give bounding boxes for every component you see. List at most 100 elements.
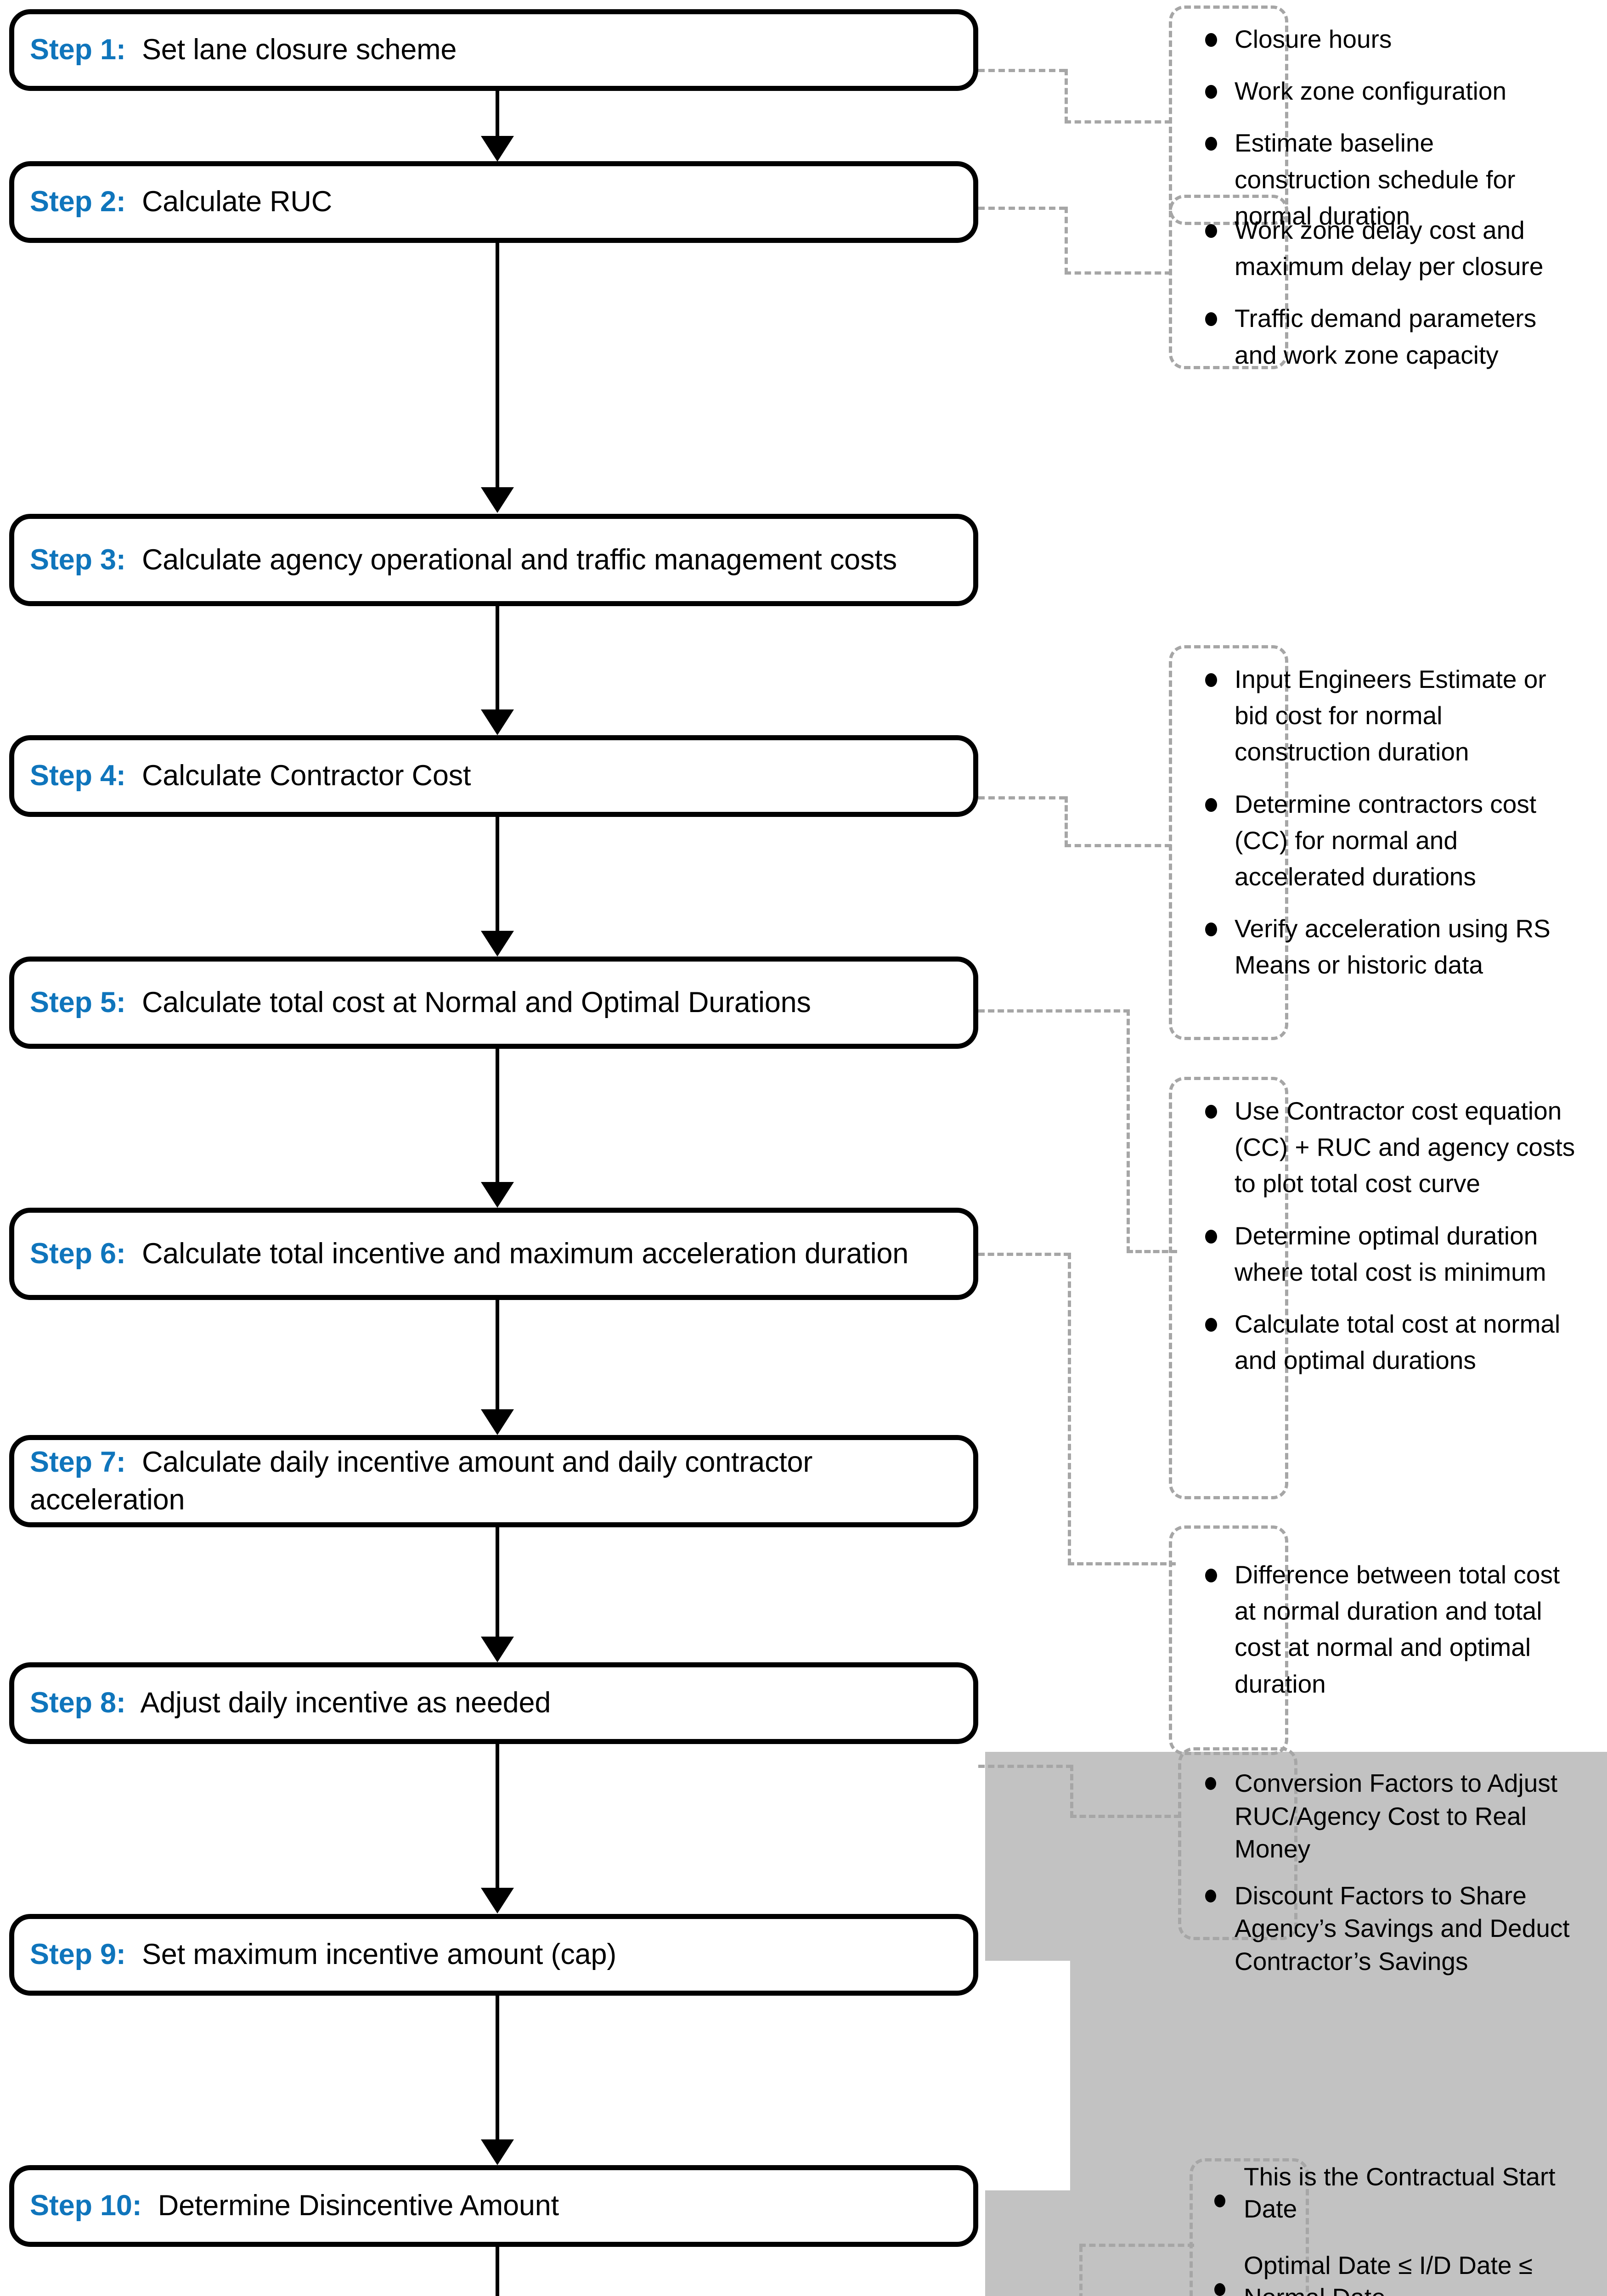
step-8-text: Step 8: Adjust daily incentive as needed (30, 1684, 551, 1722)
list-item: Discount Factors to Share Agency’s Savin… (1199, 1880, 1603, 1978)
step-box-6[interactable]: Step 6: Calculate total incentive and ma… (9, 1208, 978, 1300)
connector-step-11-h2 (1079, 2244, 1194, 2247)
step-4-text: Step 4: Calculate Contractor Cost (30, 757, 471, 795)
list-item: Determine optimal duration where total c… (1199, 1218, 1603, 1290)
bullet-icon (1205, 798, 1217, 812)
flow-arrowhead-6-7 (481, 1409, 514, 1435)
callout-step-1 (1169, 6, 1288, 225)
callout-step-7-list: Difference between total cost at normal … (1199, 1557, 1584, 1702)
bullet-icon (1205, 1105, 1217, 1119)
callout-step-4-list: Input Engineers Estimate or bid cost for… (1199, 661, 1575, 984)
callout-step-7 (1169, 1525, 1288, 1755)
step-box-10[interactable]: Step 10: Determine Disincentive Amount (9, 2165, 978, 2247)
step-box-8[interactable]: Step 8: Adjust daily incentive as needed (9, 1662, 978, 1744)
bullet-icon (1205, 1317, 1217, 1332)
list-item: Work zone configuration (1199, 73, 1571, 109)
connector-step-4-v (1065, 796, 1068, 847)
bullet-icon (1205, 85, 1217, 99)
connector-step-5-h1 (978, 1009, 1130, 1013)
bullet-icon (1205, 33, 1217, 47)
connector-step-5-h2 (1127, 1250, 1177, 1253)
list-item: Optimal Date ≤ I/D Date ≤ Normal Date (1208, 2249, 1607, 2296)
step-5-label: Step 5: (30, 986, 126, 1019)
list-item: Traffic demand parameters and work zone … (1199, 300, 1580, 373)
bullet-icon (1214, 2283, 1225, 2296)
bullet-icon (1205, 1229, 1217, 1244)
bullet-icon (1214, 2195, 1225, 2207)
callout-step-2 (1169, 195, 1288, 369)
step-box-9[interactable]: Step 9: Set maximum incentive amount (ca… (9, 1914, 978, 1996)
flow-arrow-8-9 (496, 1744, 499, 1889)
step-4-label: Step 4: (30, 760, 126, 792)
step-box-5[interactable]: Step 5: Calculate total cost at Normal a… (9, 957, 978, 1049)
step-6-label: Step 6: (30, 1237, 126, 1270)
flow-arrowhead-4-5 (481, 931, 514, 957)
connector-step-1-h2 (1065, 120, 1171, 124)
step-1-text: Step 1: Set lane closure scheme (30, 31, 457, 69)
callout-step-11 (1190, 2158, 1309, 2296)
connector-step-8-h1 (978, 1765, 1072, 1768)
step-box-1[interactable]: Step 1: Set lane closure scheme (9, 9, 978, 91)
step-7-desc: Calculate daily incentive amount and dai… (30, 1446, 813, 1516)
callout-step-2-list: Work zone delay cost and maximum delay p… (1199, 212, 1580, 373)
connector-step-6-h2 (1068, 1562, 1176, 1565)
list-item: Conversion Factors to Adjust RUC/Agency … (1199, 1767, 1603, 1866)
list-item: This is the Contractual Start Date (1208, 2161, 1607, 2225)
step-box-4[interactable]: Step 4: Calculate Contractor Cost (9, 735, 978, 817)
bullet-icon (1205, 224, 1217, 238)
connector-step-8-h2 (1070, 1815, 1180, 1818)
step-2-label: Step 2: (30, 186, 126, 218)
connector-step-4-h2 (1065, 844, 1171, 847)
flow-arrow-4-5 (496, 817, 499, 932)
step-2-text: Step 2: Calculate RUC (30, 183, 332, 221)
callout-step-5-6-list: Use Contractor cost equation (CC) + RUC … (1199, 1093, 1603, 1379)
callout-step-8-9-list: Conversion Factors to Adjust RUC/Agency … (1199, 1767, 1603, 1978)
step-5-text: Step 5: Calculate total cost at Normal a… (30, 984, 811, 1022)
list-item: Calculate total cost at normal and optim… (1199, 1306, 1603, 1379)
connector-step-5-v (1127, 1009, 1130, 1253)
flow-arrowhead-8-9 (481, 1888, 514, 1913)
callout-step-1-list: Closure hours Work zone configuration Es… (1199, 21, 1571, 234)
connector-step-1-h1 (978, 69, 1066, 72)
step-4-desc: Calculate Contractor Cost (141, 760, 471, 792)
flow-arrowhead-2-3 (481, 487, 514, 513)
flow-arrowhead-7-8 (481, 1637, 514, 1662)
flow-arrowhead-5-6 (481, 1182, 514, 1208)
callout-step-11-list: This is the Contractual Start Date Optim… (1208, 2161, 1607, 2296)
step-9-label: Step 9: (30, 1938, 126, 1971)
step-9-desc: Set maximum incentive amount (cap) (141, 1938, 617, 1971)
bullet-icon (1205, 1777, 1216, 1790)
flow-arrow-5-6 (496, 1049, 499, 1183)
step-8-desc: Adjust daily incentive as needed (140, 1687, 551, 1719)
step-7-label: Step 7: (30, 1446, 126, 1478)
callout-step-8-9 (1178, 1747, 1297, 1940)
step-10-text: Step 10: Determine Disincentive Amount (30, 2187, 559, 2225)
step-8-label: Step 8: (30, 1687, 126, 1719)
connector-step-8-v (1070, 1765, 1073, 1818)
flow-arrow-6-7 (496, 1300, 499, 1410)
flow-arrow-9-10 (496, 1996, 499, 2140)
step-7-text: Step 7: Calculate daily incentive amount… (30, 1444, 958, 1519)
step-10-label: Step 10: (30, 2189, 142, 2222)
bullet-icon (1205, 923, 1217, 937)
connector-step-1-v (1065, 69, 1068, 123)
list-item: Input Engineers Estimate or bid cost for… (1199, 661, 1575, 771)
step-box-2[interactable]: Step 2: Calculate RUC (9, 161, 978, 243)
list-item: Closure hours (1199, 21, 1571, 57)
list-item: Verify acceleration using RS Means or hi… (1199, 911, 1575, 983)
list-item: Determine contractors cost (CC) for norm… (1199, 786, 1575, 895)
step-3-desc: Calculate agency operational and traffic… (141, 543, 897, 576)
step-1-desc: Set lane closure scheme (141, 34, 457, 66)
flow-arrow-3-4 (496, 606, 499, 710)
gray-backdrop-lower (985, 2190, 1607, 2296)
step-box-7[interactable]: Step 7: Calculate daily incentive amount… (9, 1435, 978, 1527)
connector-step-2-v (1065, 207, 1068, 274)
flow-arrowhead-1-2 (481, 136, 514, 162)
bullet-icon (1205, 137, 1217, 151)
step-box-3[interactable]: Step 3: Calculate agency operational and… (9, 514, 978, 606)
flow-arrowhead-9-10 (481, 2139, 514, 2165)
connector-step-4-h1 (978, 796, 1066, 799)
step-3-text: Step 3: Calculate agency operational and… (30, 541, 897, 579)
bullet-icon (1205, 312, 1217, 326)
